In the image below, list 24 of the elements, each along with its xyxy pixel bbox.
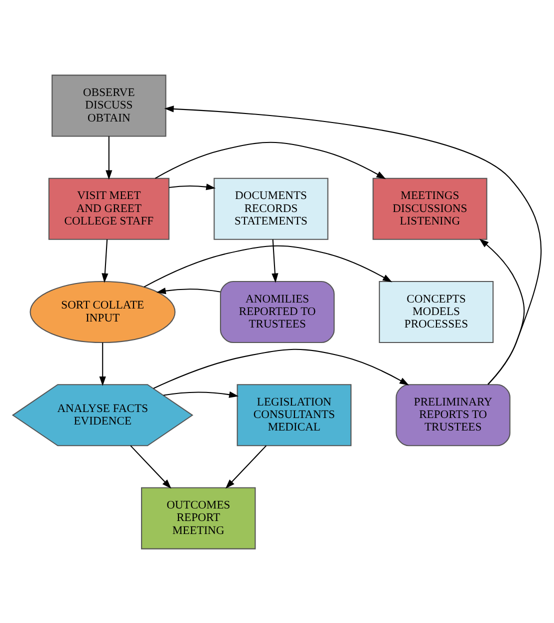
node-box: ANOMILIES REPORTED TO TRUSTEES	[220, 280, 335, 343]
arrow	[106, 136, 112, 180]
arrow	[156, 287, 220, 294]
arrow	[169, 183, 216, 190]
node-box: DOCUMENTS RECORDS STATEMENTS	[214, 177, 328, 240]
node-box: MEETINGS DISCUSSIONS LISTENING	[372, 177, 488, 240]
arrow	[164, 105, 542, 384]
arrow	[164, 390, 239, 398]
arrow	[144, 244, 392, 287]
node-box: OBSERVE DISCUSS OBTAIN	[52, 74, 166, 136]
arrow	[153, 348, 410, 388]
arrow	[102, 238, 108, 282]
arrow	[99, 342, 106, 386]
arrow	[479, 238, 525, 384]
arrow	[225, 444, 267, 488]
node-box: OUTCOMES REPORT MEETING	[141, 486, 256, 549]
node-box: VISIT MEET AND GREET COLLEGE STAFF	[48, 177, 170, 240]
arrow	[272, 238, 278, 282]
node-ellipse: SORT COLLATE INPUT	[30, 280, 176, 343]
node-box: CONCEPTS MODELS PROCESSES	[378, 280, 494, 343]
node-box: PRELIMINARY REPORTS TO TRUSTEES	[396, 384, 510, 446]
arrow	[155, 141, 386, 179]
node-box: LEGISLATION CONSULTANTS MEDICAL	[236, 384, 352, 446]
arrow	[130, 444, 172, 488]
